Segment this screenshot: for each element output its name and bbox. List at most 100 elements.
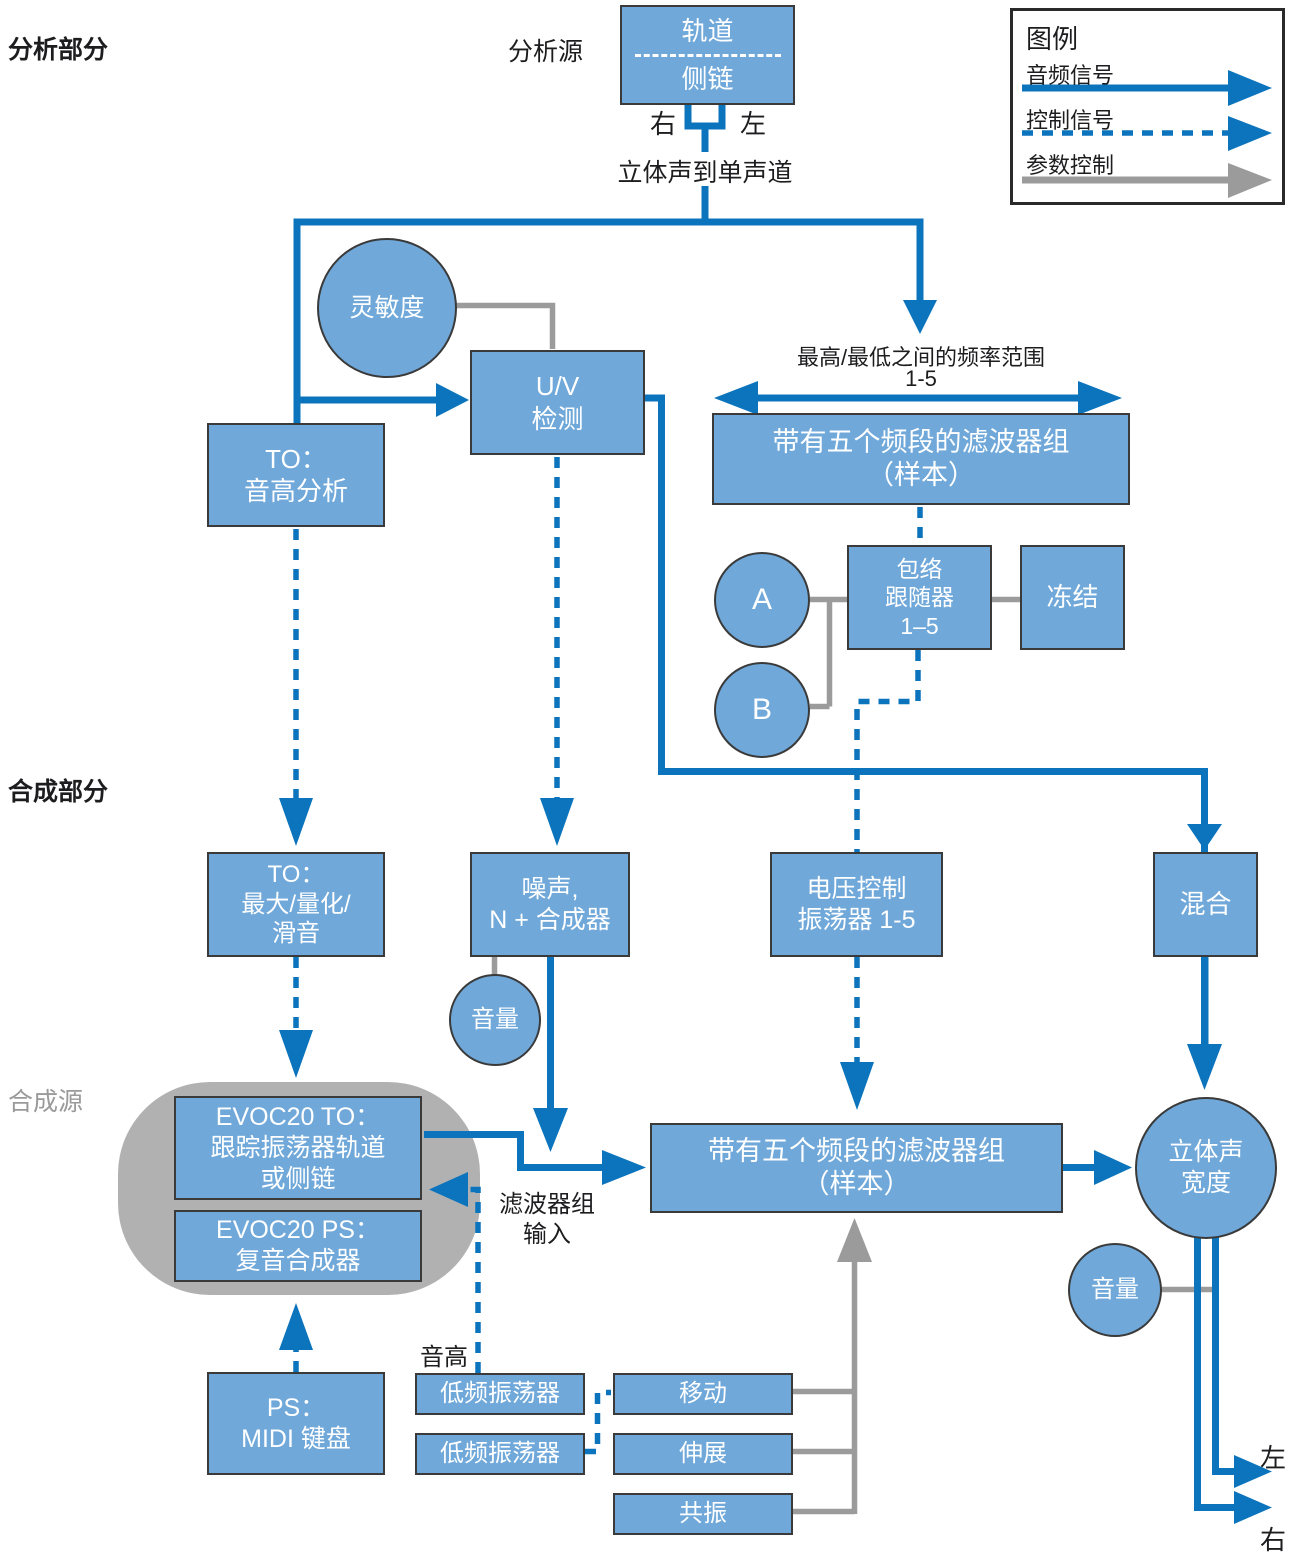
- label-filterbank-input-line1: 滤波器组: [499, 1191, 595, 1218]
- audio-arrowhead-into-stereo-width: [1094, 1150, 1132, 1185]
- label-left-channel: 左: [740, 109, 767, 139]
- node-label: 伸展: [679, 1440, 727, 1468]
- audio-line-output-left: [1212, 1232, 1234, 1475]
- label-stereo-to-mono: 立体声到单声道: [617, 159, 793, 187]
- node-label: 跟随器: [885, 584, 954, 611]
- node-label: 音量: [471, 1006, 519, 1034]
- node-label: 共振: [679, 1500, 727, 1528]
- node-label: 音量: [1091, 1276, 1139, 1304]
- node-stereo-width: 立体声 宽度: [1135, 1097, 1277, 1239]
- node-track-sidechain: 轨道 侧链: [620, 5, 795, 105]
- node-label: 低频振荡器: [440, 1380, 560, 1408]
- node-release: B: [714, 662, 810, 758]
- node-label: 跟踪振荡器轨道: [210, 1133, 386, 1162]
- node-lfo-1: 低频振荡器: [415, 1373, 585, 1415]
- label-freq-range-line2: 1-5: [905, 366, 937, 391]
- audio-line-evoc-to-filterbank: [424, 1131, 602, 1171]
- legend-control-arrowhead: [1228, 116, 1272, 151]
- control-line-lfo1-to-evoc-pitch: [466, 1186, 481, 1373]
- node-label: 宽度: [1180, 1169, 1231, 1197]
- label-pitch: 音高: [420, 1344, 468, 1371]
- section-label-synthesis: 合成部分: [8, 778, 109, 806]
- node-label: 滑音: [272, 920, 320, 948]
- audio-arrowhead-freq-right: [1078, 381, 1122, 415]
- node-stretch: 伸展: [613, 1433, 793, 1475]
- node-label: 移动: [679, 1380, 727, 1408]
- node-noise-synth: 噪声, N + 合成器: [470, 852, 630, 957]
- legend-parameter-arrowhead: [1228, 163, 1272, 198]
- control-arrowhead-max-down: [279, 1030, 313, 1078]
- audio-line-main-split: [293, 218, 924, 423]
- node-lfo-2: 低频振荡器: [415, 1433, 585, 1475]
- node-attack: A: [714, 552, 810, 648]
- node-label: 包络: [896, 555, 943, 582]
- node-label: PS：: [266, 1393, 326, 1422]
- node-mix: 混合: [1153, 852, 1258, 957]
- param-line-ab-to-envelope: [810, 596, 847, 710]
- audio-arrowhead-into-mix: [1187, 824, 1222, 850]
- node-label: U/V: [535, 371, 580, 402]
- node-freeze: 冻结: [1020, 545, 1125, 650]
- param-line-sensitivity-to-uv: [455, 302, 556, 349]
- control-arrowhead-uv-down: [540, 798, 574, 846]
- node-label: MIDI 键盘: [241, 1424, 351, 1453]
- node-label: 侧链: [681, 63, 734, 94]
- node-label: 混合: [1179, 889, 1232, 920]
- node-label: （样本）: [867, 460, 975, 490]
- control-arrowhead-into-evoc: [429, 1172, 468, 1207]
- audio-arrowhead-freq-left: [714, 381, 758, 415]
- node-envelope-follower: 包络 跟随器 1–5: [847, 545, 992, 650]
- audio-arrowhead-into-synth-filterbank: [602, 1150, 646, 1185]
- node-resonance: 共振: [613, 1493, 793, 1535]
- legend-box: 图例 音频信号 控制信号 参数控制: [1010, 8, 1285, 205]
- audio-arrowhead-out-left: [1234, 1455, 1272, 1488]
- legend-title: 图例: [1026, 24, 1079, 54]
- control-arrowhead-midi-up: [279, 1303, 313, 1350]
- node-synthesis-filterbank: 带有五个频段的滤波器组 （样本）: [650, 1123, 1063, 1213]
- label-freq-range-line1: 最高/最低之间的频率范围: [796, 345, 1046, 370]
- node-label: 冻结: [1046, 582, 1099, 613]
- dashed-divider: [634, 53, 781, 57]
- node-vco: 电压控制 振荡器 1-5: [770, 852, 943, 957]
- node-label: TO：: [267, 860, 325, 888]
- section-label-analysis: 分析部分: [8, 36, 109, 64]
- node-volume-noise: 音量: [449, 974, 541, 1066]
- node-label: 轨道: [681, 16, 734, 47]
- node-label: （样本）: [802, 1169, 911, 1199]
- node-label: 电压控制: [806, 874, 907, 903]
- node-ps-midi-keyboard: PS： MIDI 键盘: [207, 1372, 385, 1475]
- node-to-pitch-analysis: TO： 音高分析: [207, 423, 385, 527]
- label-filterbank-input-line2: 输入: [523, 1221, 571, 1248]
- node-label: B: [751, 693, 772, 727]
- legend-item-audio-signal: 音频信号: [1026, 63, 1115, 88]
- legend-item-parameter-control: 参数控制: [1026, 153, 1115, 178]
- node-to-max-quantize-glide: TO： 最大/量化/ 滑音: [207, 852, 385, 957]
- label-synthesis-source: 合成源: [8, 1088, 84, 1116]
- node-label: EVOC20 TO：: [215, 1102, 381, 1131]
- control-line-envelope-to-vco: [854, 650, 921, 852]
- node-label: 最大/量化/: [241, 890, 351, 918]
- node-evoc20-ps: EVOC20 PS： 复音合成器: [174, 1210, 422, 1282]
- node-label: 复音合成器: [235, 1247, 361, 1275]
- node-label: 振荡器 1-5: [797, 905, 916, 934]
- audio-arrowhead-noise-down: [533, 1108, 568, 1152]
- node-label: N + 合成器: [489, 905, 611, 934]
- node-label: 或侧链: [260, 1164, 336, 1193]
- audio-arrowhead-into-uv: [436, 383, 469, 417]
- audio-arrowhead-into-mix-width: [1187, 1044, 1222, 1090]
- node-shift: 移动: [613, 1373, 793, 1415]
- label-output-left: 左: [1260, 1443, 1287, 1473]
- node-label: A: [751, 583, 772, 617]
- audio-arrowhead-out-right: [1234, 1491, 1272, 1524]
- node-evoc20-to: EVOC20 TO： 跟踪振荡器轨道 或侧链: [174, 1096, 422, 1200]
- param-arrowhead-to-synth-filterbank: [837, 1218, 872, 1262]
- legend-audio-arrowhead: [1228, 70, 1272, 106]
- node-label: 音高分析: [243, 476, 348, 506]
- control-arrowhead-pitch-down: [279, 798, 313, 846]
- node-sensitivity: 灵敏度: [317, 238, 457, 378]
- node-label: 带有五个频段的滤波器组: [772, 426, 1070, 457]
- node-label: 1–5: [900, 612, 939, 639]
- label-right-channel: 右: [650, 109, 677, 139]
